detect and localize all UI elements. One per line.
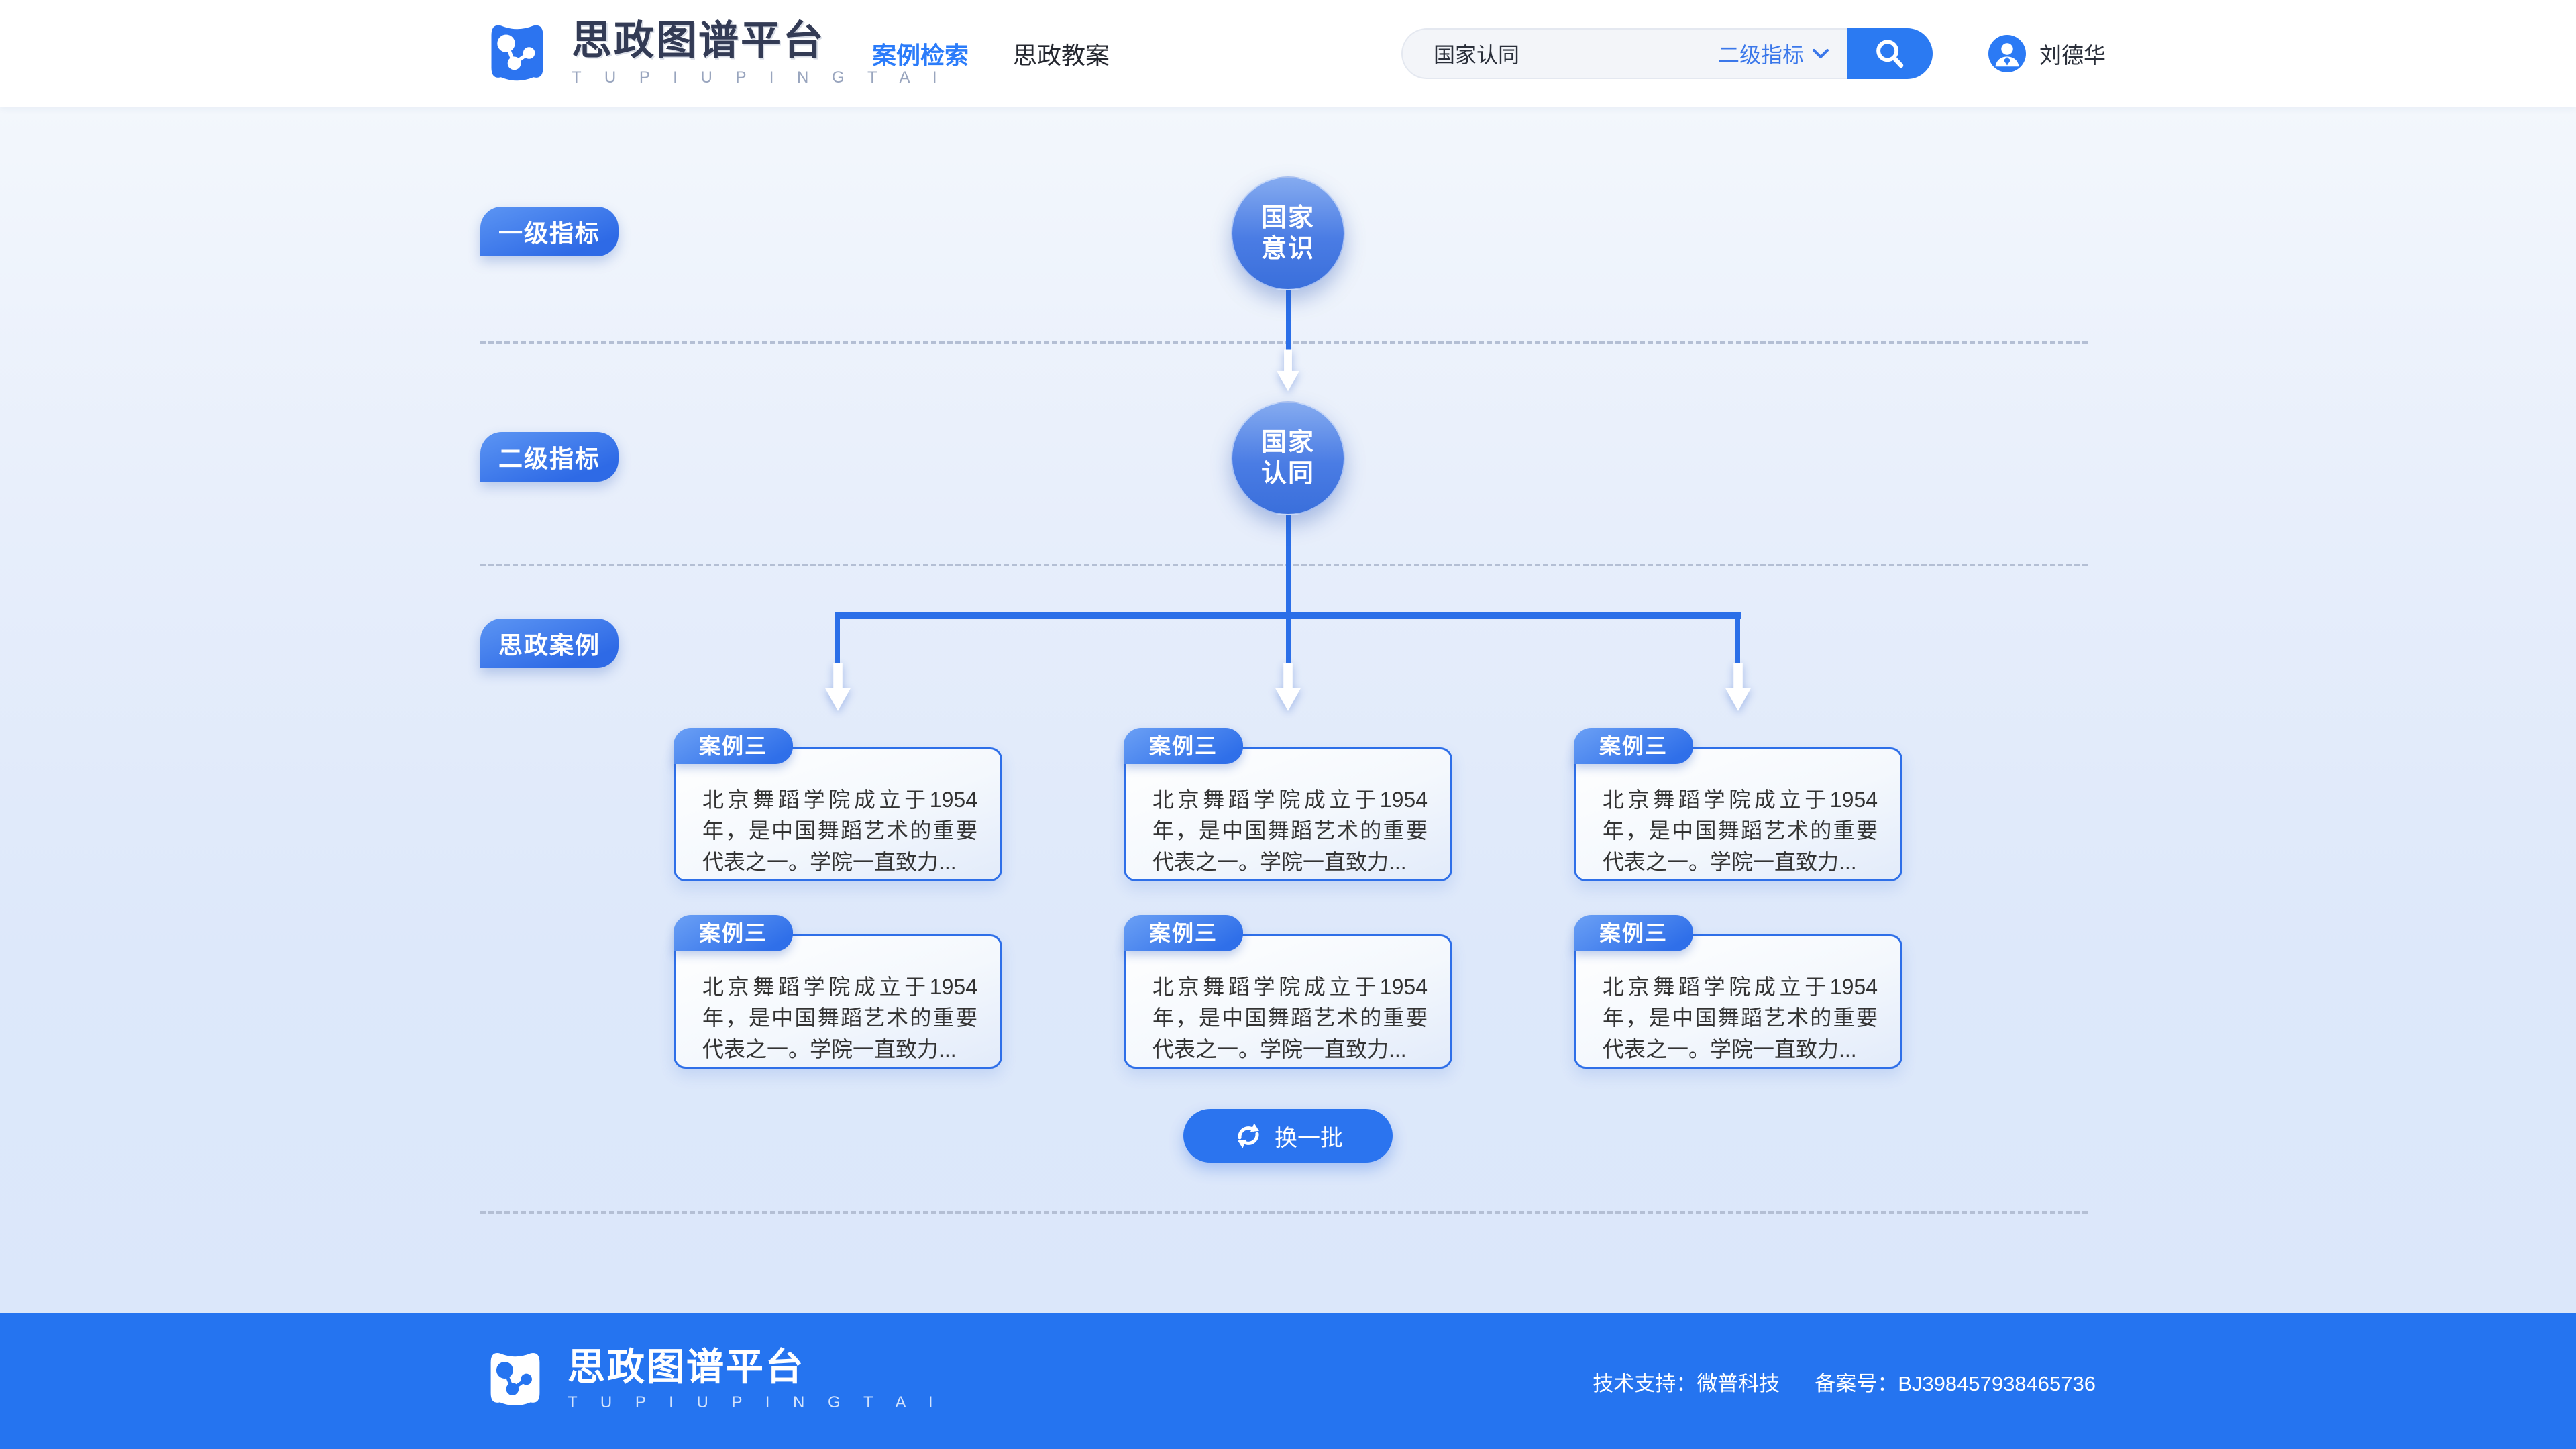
node-national-identity[interactable]: 国家 认同: [1231, 401, 1345, 515]
arrow-down-icon: [824, 663, 851, 711]
arrow-down-icon: [1275, 663, 1301, 711]
case-tag: 案例三: [1124, 728, 1244, 764]
node-label-line: 意识: [1260, 235, 1315, 263]
case-card[interactable]: 案例三 北京舞蹈学院成立于1954年，是中国舞蹈艺术的重要代表之一。学院一直致力…: [1124, 728, 1452, 881]
header: 思政图谱平台 T U P I U P I N G T A I 案例检索 思政教案…: [0, 0, 2576, 107]
arrow-down-icon: [1725, 663, 1752, 711]
chevron-down-icon: [1813, 49, 1829, 58]
refresh-icon: [1238, 1123, 1259, 1148]
level-divider: [480, 341, 2088, 344]
case-card[interactable]: 案例三 北京舞蹈学院成立于1954年，是中国舞蹈艺术的重要代表之一。学院一直致力…: [1574, 728, 1902, 881]
node-national-consciousness[interactable]: 国家 意识: [1231, 176, 1345, 290]
user-menu[interactable]: 刘德华: [1988, 0, 2106, 107]
case-card-body: 北京舞蹈学院成立于1954年，是中国舞蹈艺术的重要代表之一。学院一直致力...: [674, 747, 1002, 881]
search-filter-label: 二级指标: [1717, 43, 1804, 67]
header-logo: 思政图谱平台 T U P I U P I N G T A I: [480, 16, 947, 90]
logo-text: 思政图谱平台 T U P I U P I N G T A I: [572, 19, 947, 87]
search-icon: [1876, 40, 1904, 68]
footer-logo-text: 思政图谱平台 T U P I U P I N G T A I: [568, 1346, 943, 1412]
search-bar: 二级指标: [1401, 28, 1933, 79]
nav-item-case-search[interactable]: 案例检索: [872, 42, 969, 69]
case-text: 北京舞蹈学院成立于1954年，是中国舞蹈艺术的重要代表之一。学院一直致力...: [1152, 788, 1428, 874]
level-badge-primary-indicator: 一级指标: [480, 207, 619, 256]
footer: 思政图谱平台 T U P I U P I N G T A I 技术支持：微普科技…: [0, 1313, 2576, 1449]
footer-logo-title: 思政图谱平台: [568, 1346, 805, 1389]
case-text: 北京舞蹈学院成立于1954年，是中国舞蹈艺术的重要代表之一。学院一直致力...: [702, 788, 977, 874]
connector-line: [1286, 288, 1291, 352]
case-text: 北京舞蹈学院成立于1954年，是中国舞蹈艺术的重要代表之一。学院一直致力...: [1152, 975, 1428, 1061]
connector-bar: [835, 612, 1741, 619]
logo-book-network-icon: [491, 25, 543, 81]
case-text: 北京舞蹈学院成立于1954年，是中国舞蹈艺术的重要代表之一。学院一直致力...: [1603, 975, 1878, 1061]
case-tag: 案例三: [1574, 915, 1694, 951]
user-avatar: [1988, 35, 2026, 72]
case-card-body: 北京舞蹈学院成立于1954年，是中国舞蹈艺术的重要代表之一。学院一直致力...: [1124, 747, 1452, 881]
connector-line: [1286, 617, 1291, 665]
connector-line: [835, 617, 840, 665]
case-tag: 案例三: [1574, 728, 1694, 764]
level-badge-case: 思政案例: [480, 619, 619, 668]
refresh-button-label: 换一批: [1275, 1125, 1343, 1151]
logo-book-network-icon: [490, 1353, 540, 1405]
case-card-body: 北京舞蹈学院成立于1954年，是中国舞蹈艺术的重要代表之一。学院一直致力...: [674, 934, 1002, 1069]
case-card-body: 北京舞蹈学院成立于1954年，是中国舞蹈艺术的重要代表之一。学院一直致力...: [1574, 747, 1902, 881]
case-tag: 案例三: [1124, 915, 1244, 951]
case-card-body: 北京舞蹈学院成立于1954年，是中国舞蹈艺术的重要代表之一。学院一直致力...: [1124, 934, 1452, 1069]
level-badge-secondary-indicator: 二级指标: [480, 432, 619, 482]
level-divider: [480, 1211, 2088, 1214]
connector-line: [1286, 514, 1291, 616]
nav-item-lesson-plans[interactable]: 思政教案: [1013, 42, 1110, 69]
arrow-down-icon: [1277, 349, 1299, 392]
footer-support-text: 技术支持：微普科技: [1593, 1371, 1780, 1395]
case-tag: 案例三: [674, 728, 794, 764]
footer-meta: 技术支持：微普科技 备案号：BJ398457938465736: [1593, 1313, 2096, 1449]
node-label-line: 国家: [1260, 428, 1315, 457]
refresh-batch-button[interactable]: 换一批: [1183, 1109, 1393, 1163]
main-nav: 案例检索 思政教案: [872, 0, 1110, 107]
logo-subtitle: T U P I U P I N G T A I: [572, 68, 947, 87]
case-card[interactable]: 案例三 北京舞蹈学院成立于1954年，是中国舞蹈艺术的重要代表之一。学院一直致力…: [1574, 915, 1902, 1069]
logo-title: 思政图谱平台: [572, 18, 825, 63]
search-input[interactable]: [1432, 40, 1718, 67]
user-name: 刘德华: [2039, 43, 2106, 68]
connector-line: [1735, 617, 1740, 665]
node-label-line: 认同: [1260, 460, 1315, 488]
footer-logo-subtitle: T U P I U P I N G T A I: [568, 1393, 943, 1411]
search-filter-select[interactable]: 二级指标: [1718, 38, 1829, 69]
footer-logo: 思政图谱平台 T U P I U P I N G T A I: [480, 1344, 943, 1414]
case-card-body: 北京舞蹈学院成立于1954年，是中国舞蹈艺术的重要代表之一。学院一直致力...: [1574, 934, 1902, 1069]
case-tag: 案例三: [674, 915, 794, 951]
footer-record-number: 备案号：BJ398457938465736: [1815, 1371, 2096, 1395]
user-avatar-icon: [1995, 43, 2019, 67]
graph-canvas: 一级指标 二级指标 思政案例 国家 意识 国家 认同: [0, 107, 2576, 1313]
case-text: 北京舞蹈学院成立于1954年，是中国舞蹈艺术的重要代表之一。学院一直致力...: [702, 975, 977, 1061]
case-card[interactable]: 案例三 北京舞蹈学院成立于1954年，是中国舞蹈艺术的重要代表之一。学院一直致力…: [674, 915, 1002, 1069]
case-card[interactable]: 案例三 北京舞蹈学院成立于1954年，是中国舞蹈艺术的重要代表之一。学院一直致力…: [674, 728, 1002, 881]
case-text: 北京舞蹈学院成立于1954年，是中国舞蹈艺术的重要代表之一。学院一直致力...: [1603, 788, 1878, 874]
search-field: 二级指标: [1401, 28, 1847, 79]
search-button[interactable]: [1847, 28, 1933, 79]
level-divider: [480, 564, 2088, 566]
case-card[interactable]: 案例三 北京舞蹈学院成立于1954年，是中国舞蹈艺术的重要代表之一。学院一直致力…: [1124, 915, 1452, 1069]
node-label-line: 国家: [1260, 203, 1315, 232]
